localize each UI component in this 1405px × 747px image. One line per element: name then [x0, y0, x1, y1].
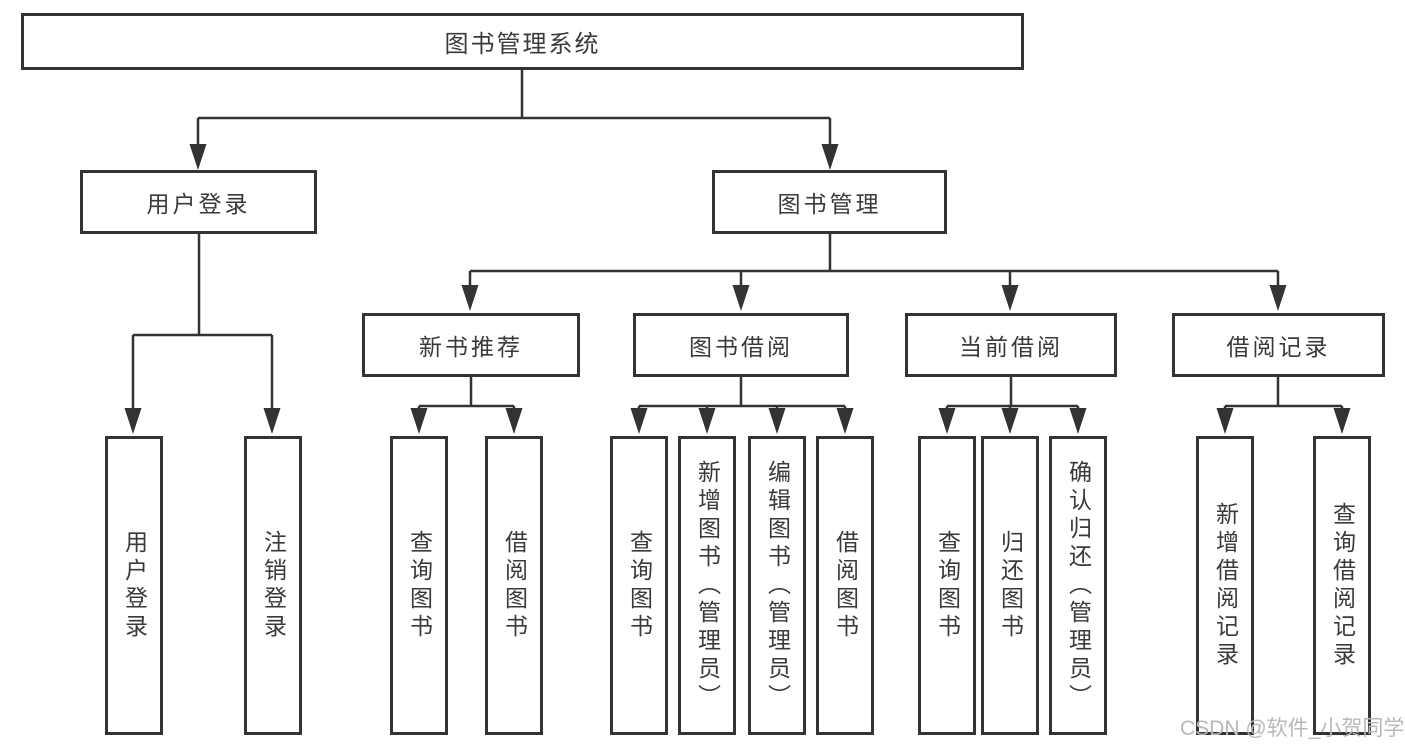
leaf-edit-books-admin: 编辑图书（管理员） [748, 436, 806, 735]
node-new-book-recommend: 新书推荐 [362, 313, 580, 377]
leaf-query-borrow-record: 查询借阅记录 [1313, 436, 1371, 735]
node-book-management: 图书管理 [712, 170, 947, 234]
node-current-borrow: 当前借阅 [905, 313, 1117, 377]
leaf-add-borrow-record: 新增借阅记录 [1196, 436, 1254, 735]
node-user-login: 用户登录 [80, 170, 317, 234]
leaf-query-books-1: 查询图书 [390, 436, 448, 735]
leaf-query-books-2: 查询图书 [610, 436, 668, 735]
leaf-return-books: 归还图书 [981, 436, 1039, 735]
leaf-borrow-books-2: 借阅图书 [816, 436, 874, 735]
leaf-borrow-books-1: 借阅图书 [485, 436, 543, 735]
leaf-user-login: 用户登录 [105, 436, 163, 735]
leaf-logout: 注销登录 [244, 436, 302, 735]
csdn-watermark: CSDN @软件_小贺同学 [1180, 717, 1405, 740]
leaf-confirm-return-admin: 确认归还（管理员） [1049, 436, 1107, 735]
node-borrow-records: 借阅记录 [1172, 313, 1385, 377]
node-library-management-system: 图书管理系统 [21, 13, 1024, 70]
node-book-borrow: 图书借阅 [633, 313, 849, 377]
leaf-add-books-admin: 新增图书（管理员） [678, 436, 736, 735]
leaf-query-books-3: 查询图书 [918, 436, 976, 735]
